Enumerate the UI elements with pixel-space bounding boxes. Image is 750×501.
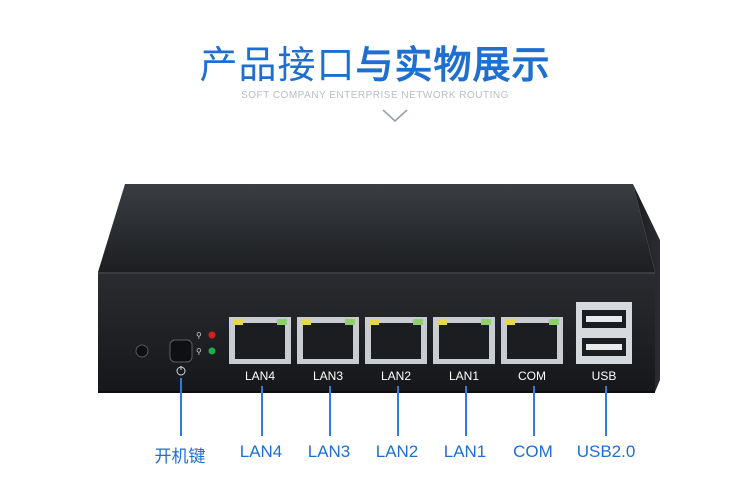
svg-text:⚲: ⚲ xyxy=(196,347,202,356)
callout-label-lan1: LAN1 xyxy=(443,442,487,461)
port-label-com: COM xyxy=(518,369,546,383)
callout-line-lan1 xyxy=(465,386,467,436)
svg-text:⚲: ⚲ xyxy=(196,331,202,340)
chevron-down-icon xyxy=(382,109,408,123)
callout-label-power: 开机键 xyxy=(154,447,206,466)
title-light-part: 产品接口 xyxy=(199,43,356,87)
led-red xyxy=(208,331,216,339)
callout-line-lan3 xyxy=(329,386,331,436)
device-top-face xyxy=(98,184,655,272)
title-bold-part: 与实物展示 xyxy=(355,43,551,87)
reset-hole xyxy=(135,344,149,358)
callout-label-com: COM xyxy=(513,442,553,461)
callout-line-usb xyxy=(605,386,607,436)
callout-label-usb: USB2.0 xyxy=(576,442,636,461)
device-right-side xyxy=(633,184,660,392)
callout-label-lan3: LAN3 xyxy=(307,442,351,461)
port-label-lan3: LAN3 xyxy=(312,369,344,383)
port-label-lan1: LAN1 xyxy=(448,369,480,383)
callout-line-lan4 xyxy=(261,386,263,436)
callout-label-lan2: LAN2 xyxy=(375,442,419,461)
page-subtitle: SOFT COMPANY ENTERPRISE NETWORK ROUTING xyxy=(241,90,509,101)
port-lan2 xyxy=(365,317,427,364)
port-lan3 xyxy=(297,317,359,364)
port-label-lan4: LAN4 xyxy=(244,369,276,383)
power-key xyxy=(169,339,193,363)
callout-line-com xyxy=(533,386,535,436)
port-usb xyxy=(576,302,632,364)
page-title: 产品接口与实物展示 xyxy=(0,34,750,89)
port-lan4 xyxy=(229,317,291,364)
port-label-usb: USB xyxy=(591,369,617,383)
callout-line-lan2 xyxy=(397,386,399,436)
port-label-lan2: LAN2 xyxy=(380,369,412,383)
power-icon xyxy=(176,366,186,376)
callout-line-power xyxy=(180,378,182,436)
led-green xyxy=(208,347,216,355)
port-com xyxy=(501,317,563,364)
port-lan1 xyxy=(433,317,495,364)
callout-label-lan4: LAN4 xyxy=(239,442,283,461)
